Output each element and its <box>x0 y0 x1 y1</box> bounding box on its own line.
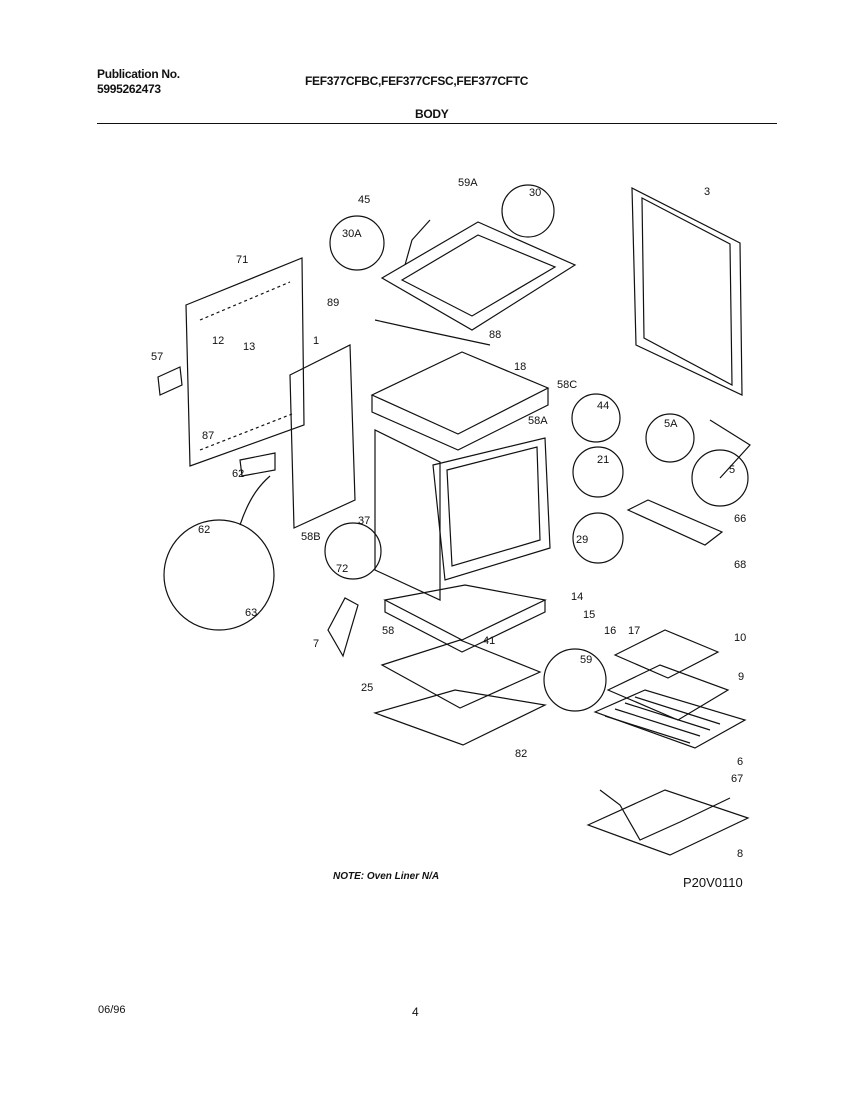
label-3: 3 <box>704 186 710 198</box>
bracket-57 <box>157 366 183 396</box>
hinge-7 <box>327 597 359 658</box>
header-rule <box>97 123 777 124</box>
broil-pan <box>606 664 730 721</box>
label-44: 44 <box>597 400 609 412</box>
label-58B: 58B <box>301 531 321 543</box>
label-57: 57 <box>151 351 163 363</box>
label-21: 21 <box>597 454 609 466</box>
detail-30A <box>329 215 385 271</box>
label-82: 82 <box>515 748 527 760</box>
label-30A: 30A <box>342 228 362 240</box>
label-89: 89 <box>327 297 339 309</box>
label-66: 66 <box>734 513 746 525</box>
panel-25 <box>380 639 542 709</box>
bake-element <box>599 789 731 841</box>
oven-cavity <box>374 429 441 601</box>
detail-44 <box>571 393 621 443</box>
detail-59 <box>543 648 607 712</box>
label-8: 8 <box>737 848 743 860</box>
label-6: 6 <box>737 756 743 768</box>
label-17: 17 <box>628 625 640 637</box>
label-88: 88 <box>489 329 501 341</box>
page-number: 4 <box>412 1005 419 1019</box>
label-13: 13 <box>243 341 255 353</box>
front-frame <box>432 437 551 581</box>
label-14: 14 <box>571 591 583 603</box>
label-62-detail: 62 <box>198 524 210 536</box>
label-71: 71 <box>236 254 248 266</box>
footer-date: 06/96 <box>98 1004 126 1016</box>
label-58: 58 <box>382 625 394 637</box>
arrow-62 <box>239 475 271 526</box>
label-45: 45 <box>358 194 370 206</box>
broil-grid <box>613 629 720 679</box>
rear-panel <box>185 257 305 467</box>
label-18: 18 <box>514 361 526 373</box>
label-59A: 59A <box>458 177 478 189</box>
detail-62 <box>163 519 275 631</box>
label-12: 12 <box>212 335 224 347</box>
oven-rack <box>593 689 747 749</box>
detail-5 <box>691 449 749 507</box>
door-panel <box>631 187 743 396</box>
publication-number: 5995262473 <box>97 82 161 96</box>
label-25: 25 <box>361 682 373 694</box>
side-panel <box>289 344 356 529</box>
label-87: 87 <box>202 430 214 442</box>
note-oven-liner: NOTE: Oven Liner N/A <box>333 871 440 882</box>
label-7: 7 <box>313 638 319 650</box>
publication-label: Publication No. <box>97 67 180 81</box>
label-58C: 58C <box>557 379 577 391</box>
label-5: 5 <box>729 464 735 476</box>
label-5A: 5A <box>664 418 678 430</box>
cooktop-support <box>380 221 577 331</box>
label-41: 41 <box>483 635 495 647</box>
detail-30 <box>501 184 555 238</box>
label-1: 1 <box>313 335 319 347</box>
wire-88 <box>374 319 491 346</box>
detail-21 <box>572 446 624 498</box>
detail-72 <box>324 522 382 580</box>
drawing-code: P20V0110 <box>683 875 743 890</box>
detail-29 <box>572 512 624 564</box>
broil-element <box>626 499 724 546</box>
label-67: 67 <box>731 773 743 785</box>
label-37: 37 <box>358 515 370 527</box>
panel-82 <box>373 689 547 746</box>
detail-5A <box>645 413 695 463</box>
label-58A: 58A <box>528 415 548 427</box>
terminal-block <box>239 452 276 477</box>
label-59: 59 <box>580 654 592 666</box>
label-10: 10 <box>734 632 746 644</box>
label-30: 30 <box>529 187 541 199</box>
leveler-link <box>709 419 751 479</box>
label-29: 29 <box>576 534 588 546</box>
model-numbers: FEF377CFBC,FEF377CFSC,FEF377CFTC <box>305 74 529 88</box>
label-16: 16 <box>604 625 616 637</box>
nozzle-59A <box>404 219 431 266</box>
label-62-top: 62 <box>232 468 244 480</box>
drawer-tray <box>586 789 750 856</box>
bottom-panel-58 <box>383 584 547 641</box>
label-68: 68 <box>734 559 746 571</box>
label-9: 9 <box>738 671 744 683</box>
label-72: 72 <box>336 563 348 575</box>
label-15: 15 <box>583 609 595 621</box>
section-title: BODY <box>415 107 449 121</box>
label-63: 63 <box>245 607 257 619</box>
